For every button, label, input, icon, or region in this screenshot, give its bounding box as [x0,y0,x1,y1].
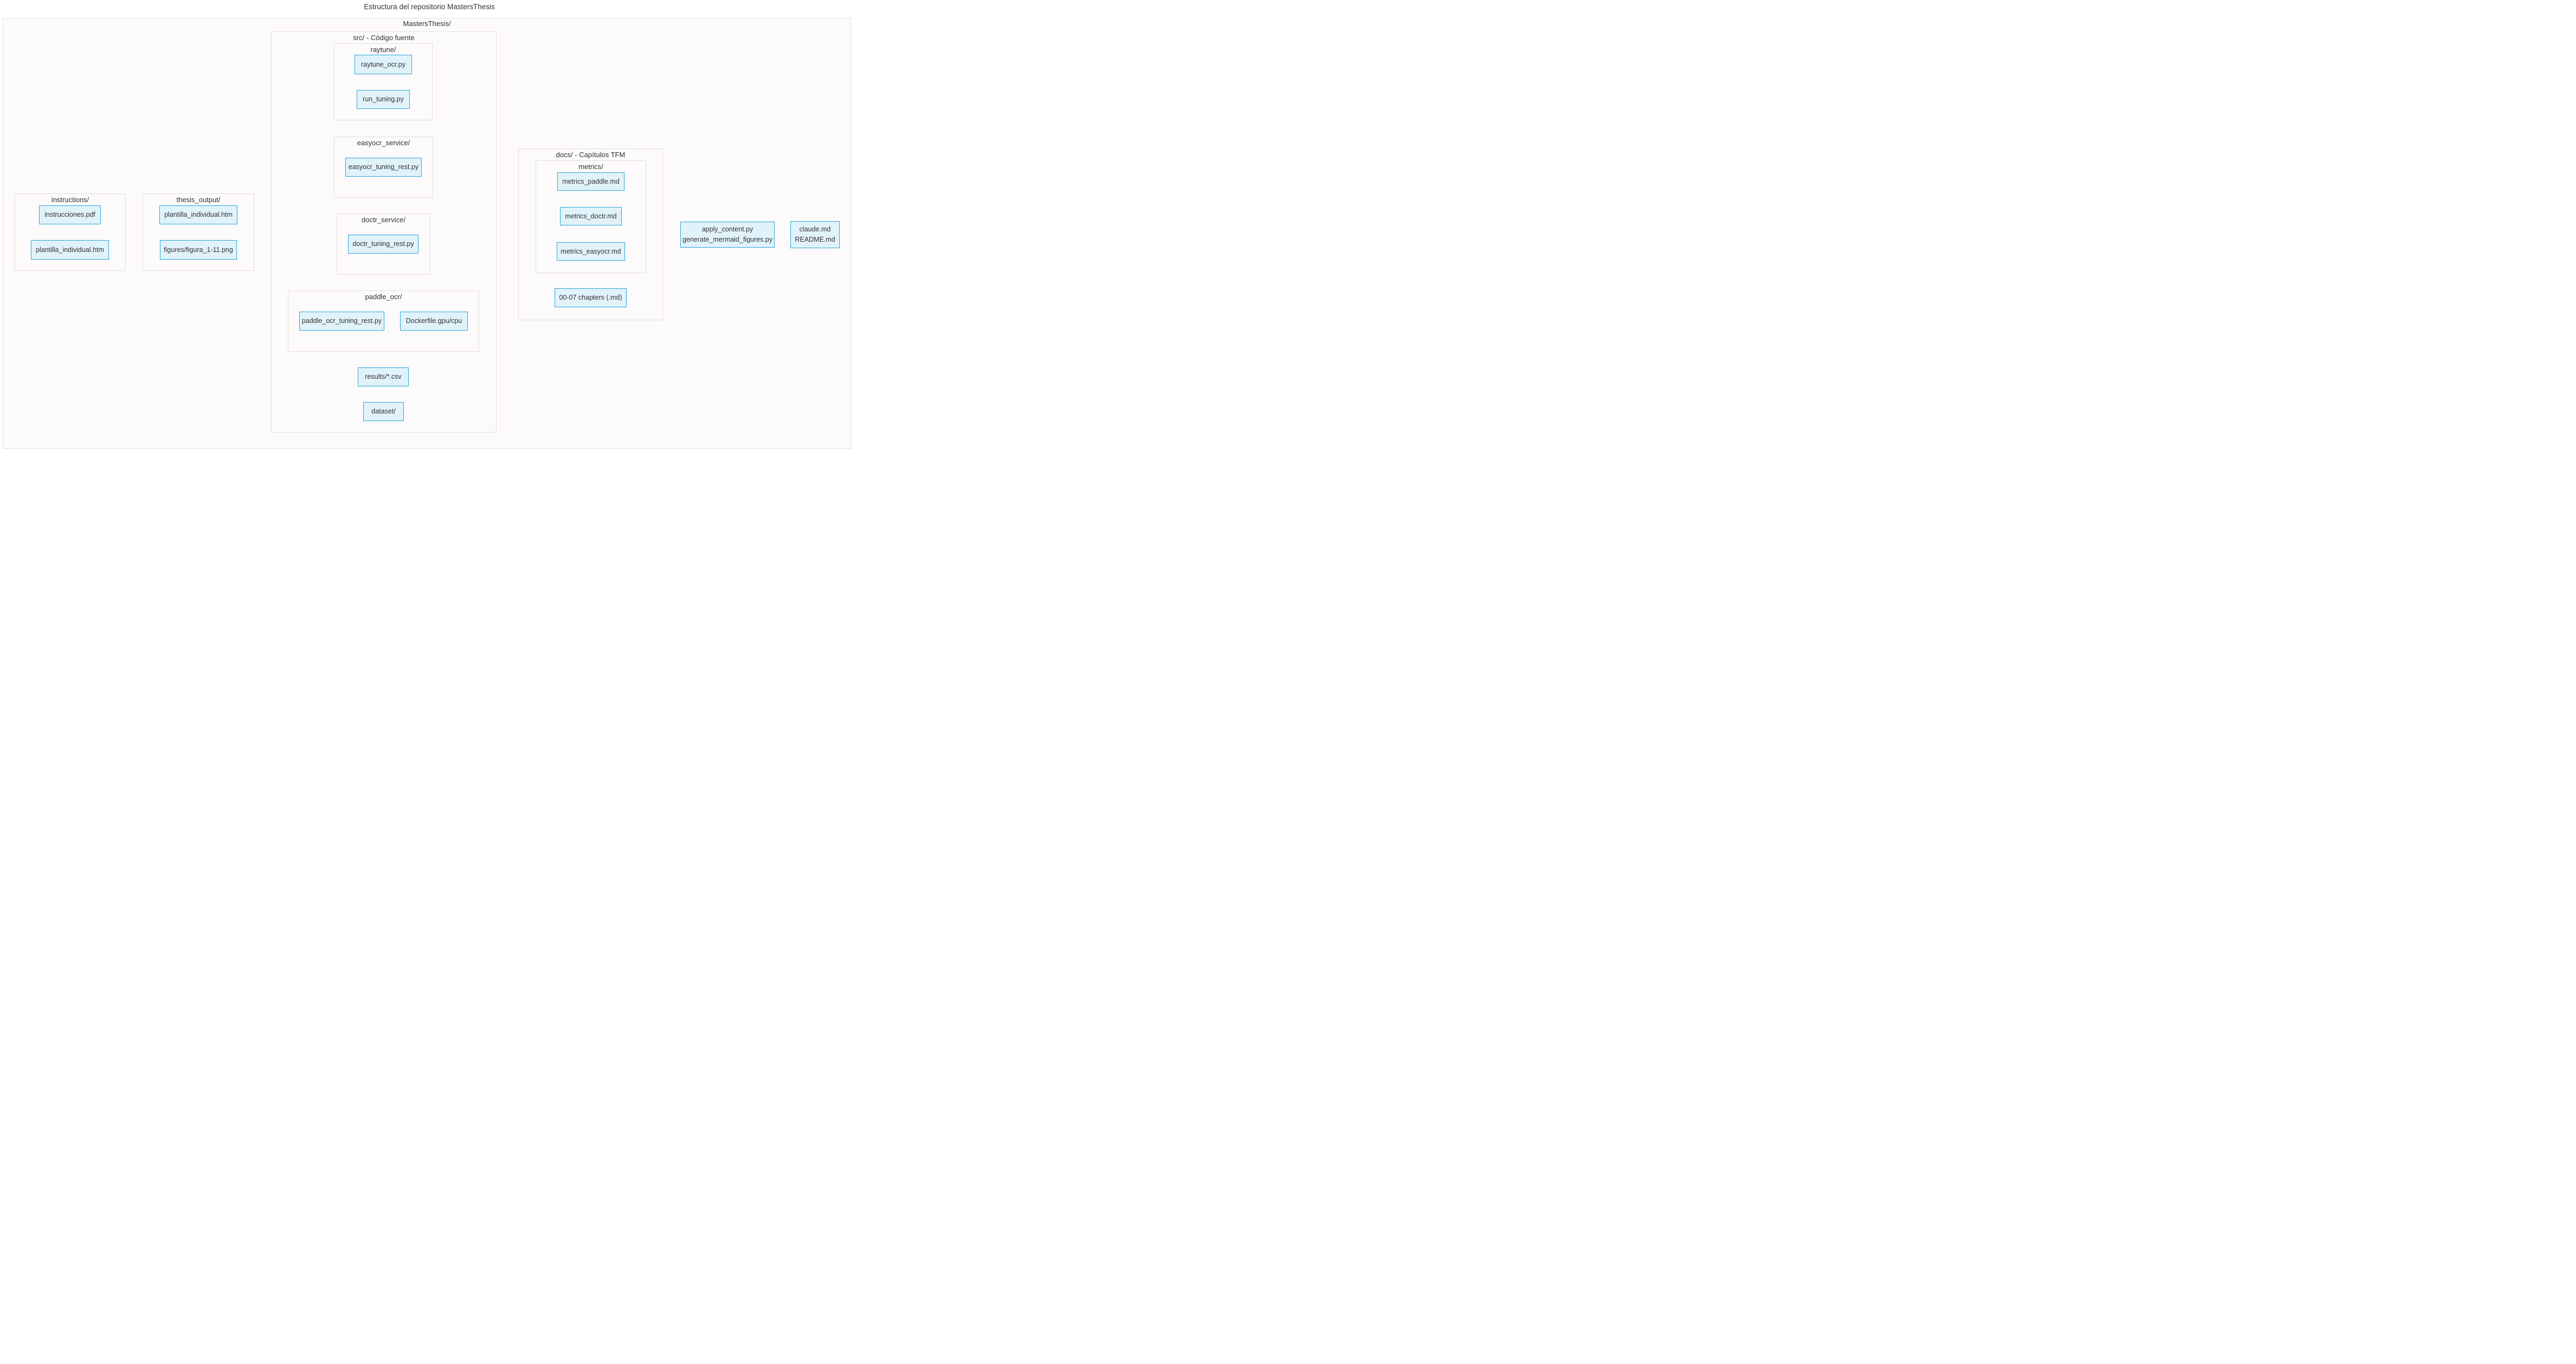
node-doctr-tuning-rest-py-label: doctr_tuning_rest.py [352,240,414,248]
cluster-mastersthesis-label: MastersThesis/ [403,20,451,28]
node-run-tuning-py: run_tuning.py [357,90,410,109]
node-figures-figura-png: figures/figura_1-11.png [160,240,237,260]
node-results-csv: results/*.csv [358,367,409,386]
cluster-docs-label: docs/ - Capítulos TFM [556,151,626,159]
node-dockerfile-gpu-cpu: Dockerfile.gpu/cpu [400,312,468,331]
node-doctr-tuning-rest-py: doctr_tuning_rest.py [348,235,418,254]
node-helper-scripts-line2: generate_mermaid_figures.py [682,236,773,243]
cluster-easyocr-service-label: easyocr_service/ [357,139,410,147]
node-instrucciones-pdf: instrucciones.pdf [39,205,101,224]
cluster-doctr-service-label: doctr_service/ [362,216,405,224]
cluster-src-label: src/ - Código fuente [353,34,415,42]
node-dockerfile-gpu-cpu-label: Dockerfile.gpu/cpu [405,317,462,325]
repository-structure-diagram: Estructura del repositorio MastersThesis… [0,0,859,455]
node-chapters-md: 00-07 chapters (.md) [555,288,627,307]
node-instrucciones-pdf-label: instrucciones.pdf [44,211,95,219]
node-paddle-ocr-tuning-rest-py-label: paddle_ocr_tuning_rest.py [301,317,382,325]
node-paddle-ocr-tuning-rest-py: paddle_ocr_tuning_rest.py [299,312,384,331]
node-metrics-doctr-md: metrics_doctr.md [560,207,622,225]
node-easyocr-tuning-rest-py-label: easyocr_tuning_rest.py [348,163,419,171]
node-dataset: dataset/ [363,402,404,421]
node-metrics-easyocr-md: metrics_easyocr.md [557,242,625,261]
cluster-instructions-label: instructions/ [51,196,89,204]
node-figures-figura-png-label: figures/figura_1-11.png [164,245,233,254]
node-plantilla-individual-htm-thesis: plantilla_individual.htm [159,205,237,224]
node-chapters-md-label: 00-07 chapters (.md) [559,294,622,302]
node-run-tuning-py-label: run_tuning.py [363,95,404,104]
cluster-raytune-label: raytune/ [370,46,396,54]
node-repo-docs: claude.md README.md [790,221,840,248]
node-plantilla-individual-htm-thesis-label: plantilla_individual.htm [164,211,233,219]
node-plantilla-individual-htm-instructions-label: plantilla_individual.htm [36,245,104,254]
node-metrics-easyocr-md-label: metrics_easyocr.md [561,247,621,255]
node-helper-scripts-line1: apply_content.py [701,225,754,234]
cluster-paddle-ocr-label: paddle_ocr/ [365,293,402,301]
node-plantilla-individual-htm-instructions: plantilla_individual.htm [31,240,109,260]
node-easyocr-tuning-rest-py: easyocr_tuning_rest.py [345,158,422,177]
node-raytune-ocr-py: raytune_ocr.py [355,55,412,74]
node-metrics-paddle-md: metrics_paddle.md [557,172,624,191]
node-helper-scripts: apply_content.py generate_mermaid_figure… [680,222,775,248]
diagram-title: Estructura del repositorio MastersThesis [364,3,495,11]
node-repo-docs-line1: claude.md [799,225,831,234]
node-raytune-ocr-py-label: raytune_ocr.py [361,60,405,68]
cluster-metrics-label: metrics/ [578,163,603,171]
node-metrics-doctr-md-label: metrics_doctr.md [565,212,617,220]
cluster-thesis-output-label: thesis_output/ [176,196,221,204]
node-results-csv-label: results/*.csv [365,373,402,381]
node-dataset-label: dataset/ [371,408,396,416]
node-repo-docs-line2: README.md [795,236,835,243]
node-metrics-paddle-md-label: metrics_paddle.md [562,177,620,185]
